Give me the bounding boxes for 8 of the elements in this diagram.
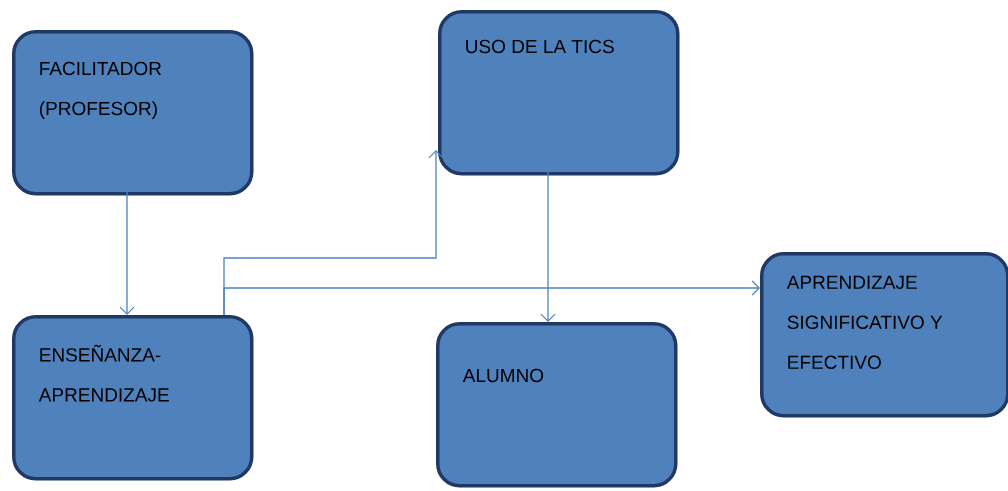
arrow bbox=[540, 171, 556, 322]
process-box: ENSEÑANZA-APRENDIZAJE bbox=[12, 315, 254, 481]
process-box: APRENDIZAJE SIGNIFICATIVO Y EFECTIVO bbox=[760, 252, 1008, 418]
process-box: ALUMNO bbox=[436, 322, 678, 488]
arrow bbox=[119, 191, 135, 315]
arrow bbox=[223, 280, 760, 316]
process-box: FACILITADOR (PROFESOR) bbox=[12, 30, 254, 196]
process-box: USO DE LA TICS bbox=[438, 10, 680, 176]
